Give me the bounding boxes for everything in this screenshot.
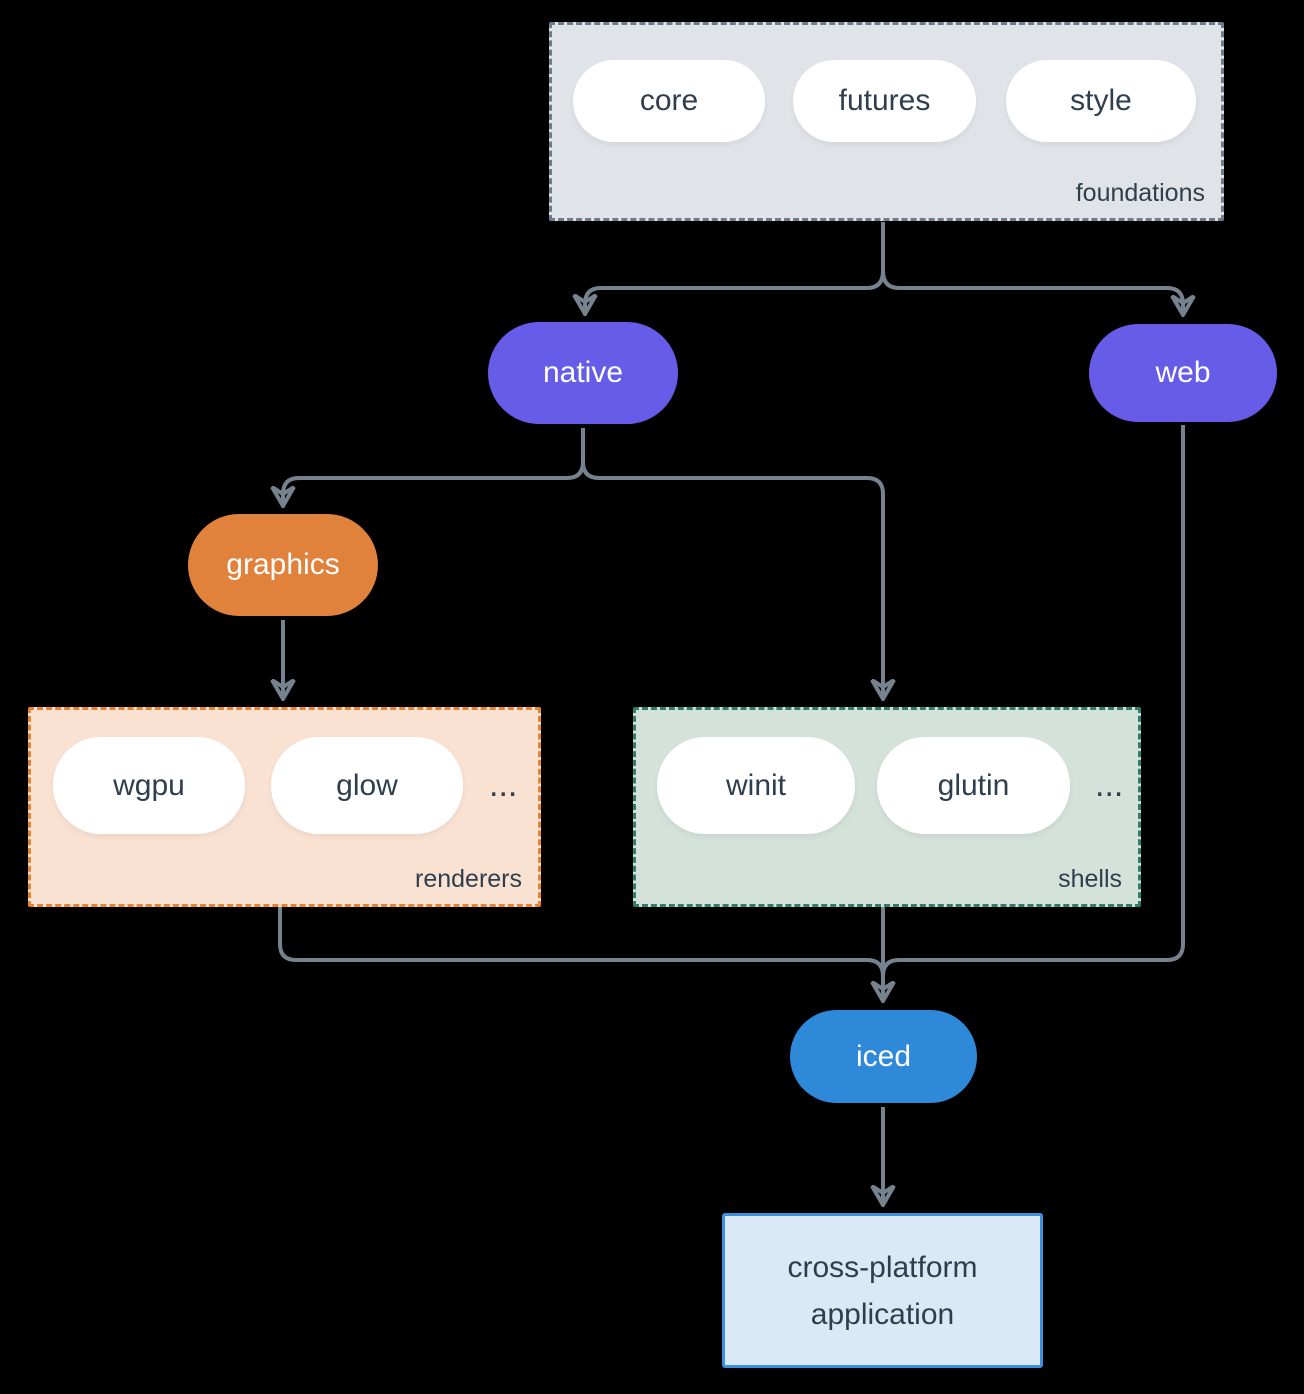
edge-native-graphics [283,428,585,506]
edge-renderers-iced [278,905,885,977]
node-iced: iced [790,1010,977,1103]
node-winit: winit [657,737,855,834]
group-label-shells: shells [1058,865,1122,893]
shells-ellipsis: ... [1095,766,1124,804]
edge-foundations-native [585,222,885,314]
node-style-label: style [1070,84,1132,117]
node-application: cross-platform application [722,1213,1043,1368]
node-wgpu: wgpu [53,737,245,834]
node-core: core [573,60,765,142]
node-iced-label: iced [855,1039,912,1073]
group-renderers: wgpu glow ... renderers [28,707,541,907]
node-core-label: core [639,84,699,117]
node-application-label: cross-platform application [787,1250,978,1331]
edge-native-shells [581,428,883,699]
node-glutin: glutin [877,737,1070,834]
node-native: native [488,322,678,424]
node-glutin-label: glutin [937,768,1010,802]
node-glow: glow [271,737,463,834]
group-label-renderers: renderers [415,865,522,893]
edge-foundations-web [881,222,1183,315]
node-glow-label: glow [336,768,398,802]
node-wgpu-label: wgpu [113,768,185,802]
node-futures: futures [793,60,976,142]
group-label-foundations: foundations [1075,179,1205,207]
node-futures-label: futures [838,84,931,117]
node-web: web [1089,324,1277,422]
group-shells: winit glutin ... shells [633,707,1141,907]
node-style: style [1006,60,1196,142]
node-graphics: graphics [188,514,378,616]
node-web-label: web [1155,356,1211,389]
renderers-ellipsis: ... [489,766,518,804]
node-winit-label: winit [725,768,786,802]
node-native-label: native [542,356,624,389]
group-foundations: core futures style foundations [549,22,1224,221]
node-graphics-label: graphics [226,548,340,581]
